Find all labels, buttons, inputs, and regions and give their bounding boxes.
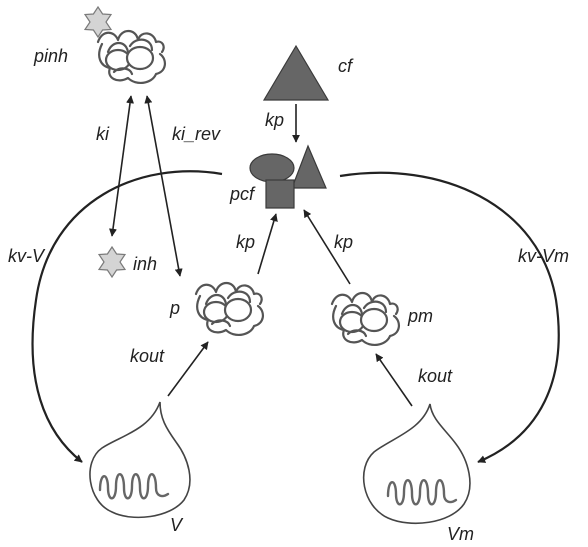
kv-vm-label: kv-Vm xyxy=(518,246,569,266)
pcf-triangle-icon xyxy=(291,144,327,189)
p-label: p xyxy=(169,298,180,318)
kout-vm-label: kout xyxy=(418,366,453,386)
edge-kp-cf: kp xyxy=(265,104,300,143)
pcf-ellipse-icon xyxy=(249,153,295,183)
pcf-node: pcf xyxy=(229,144,327,209)
edge-ki-rev: ki_rev xyxy=(144,95,221,277)
cf-node: cf xyxy=(262,44,354,101)
kp-p-label: kp xyxy=(236,232,255,252)
pinh-node: pinh xyxy=(33,6,167,85)
v-drop-icon xyxy=(89,401,191,519)
pcf-square-icon xyxy=(265,179,295,209)
cf-label: cf xyxy=(338,56,354,76)
kv-v-label: kv-V xyxy=(8,246,46,266)
ki-label: ki xyxy=(96,124,110,144)
vm-node: Vm xyxy=(362,403,474,544)
kp-pm-label: kp xyxy=(334,232,353,252)
edge-kp-p: kp xyxy=(236,213,278,275)
v-node: V xyxy=(89,401,191,535)
edge-kout-v: kout xyxy=(130,341,209,397)
kout-v-label: kout xyxy=(130,346,165,366)
inh-label: inh xyxy=(133,254,157,274)
inh-node: inh xyxy=(98,246,157,278)
edge-kv-vm: kv-Vm xyxy=(339,171,569,464)
edge-kout-vm: kout xyxy=(375,353,453,407)
inh-star-icon xyxy=(98,246,126,278)
pm-label: pm xyxy=(407,306,433,326)
kp-cf-label: kp xyxy=(265,110,284,130)
vm-drop-icon xyxy=(362,403,471,524)
pcf-label: pcf xyxy=(229,184,256,204)
edge-ki: ki xyxy=(96,95,134,237)
pinh-label: pinh xyxy=(33,46,68,66)
pm-node: pm xyxy=(330,291,433,347)
edge-kp-pm: kp xyxy=(303,209,353,285)
vm-label: Vm xyxy=(447,524,474,544)
ki-rev-label: ki_rev xyxy=(172,124,221,144)
p-node: p xyxy=(169,281,265,337)
v-label: V xyxy=(170,515,184,535)
cf-triangle-icon xyxy=(262,44,330,101)
edge-kv-v: kv-V xyxy=(8,170,223,463)
